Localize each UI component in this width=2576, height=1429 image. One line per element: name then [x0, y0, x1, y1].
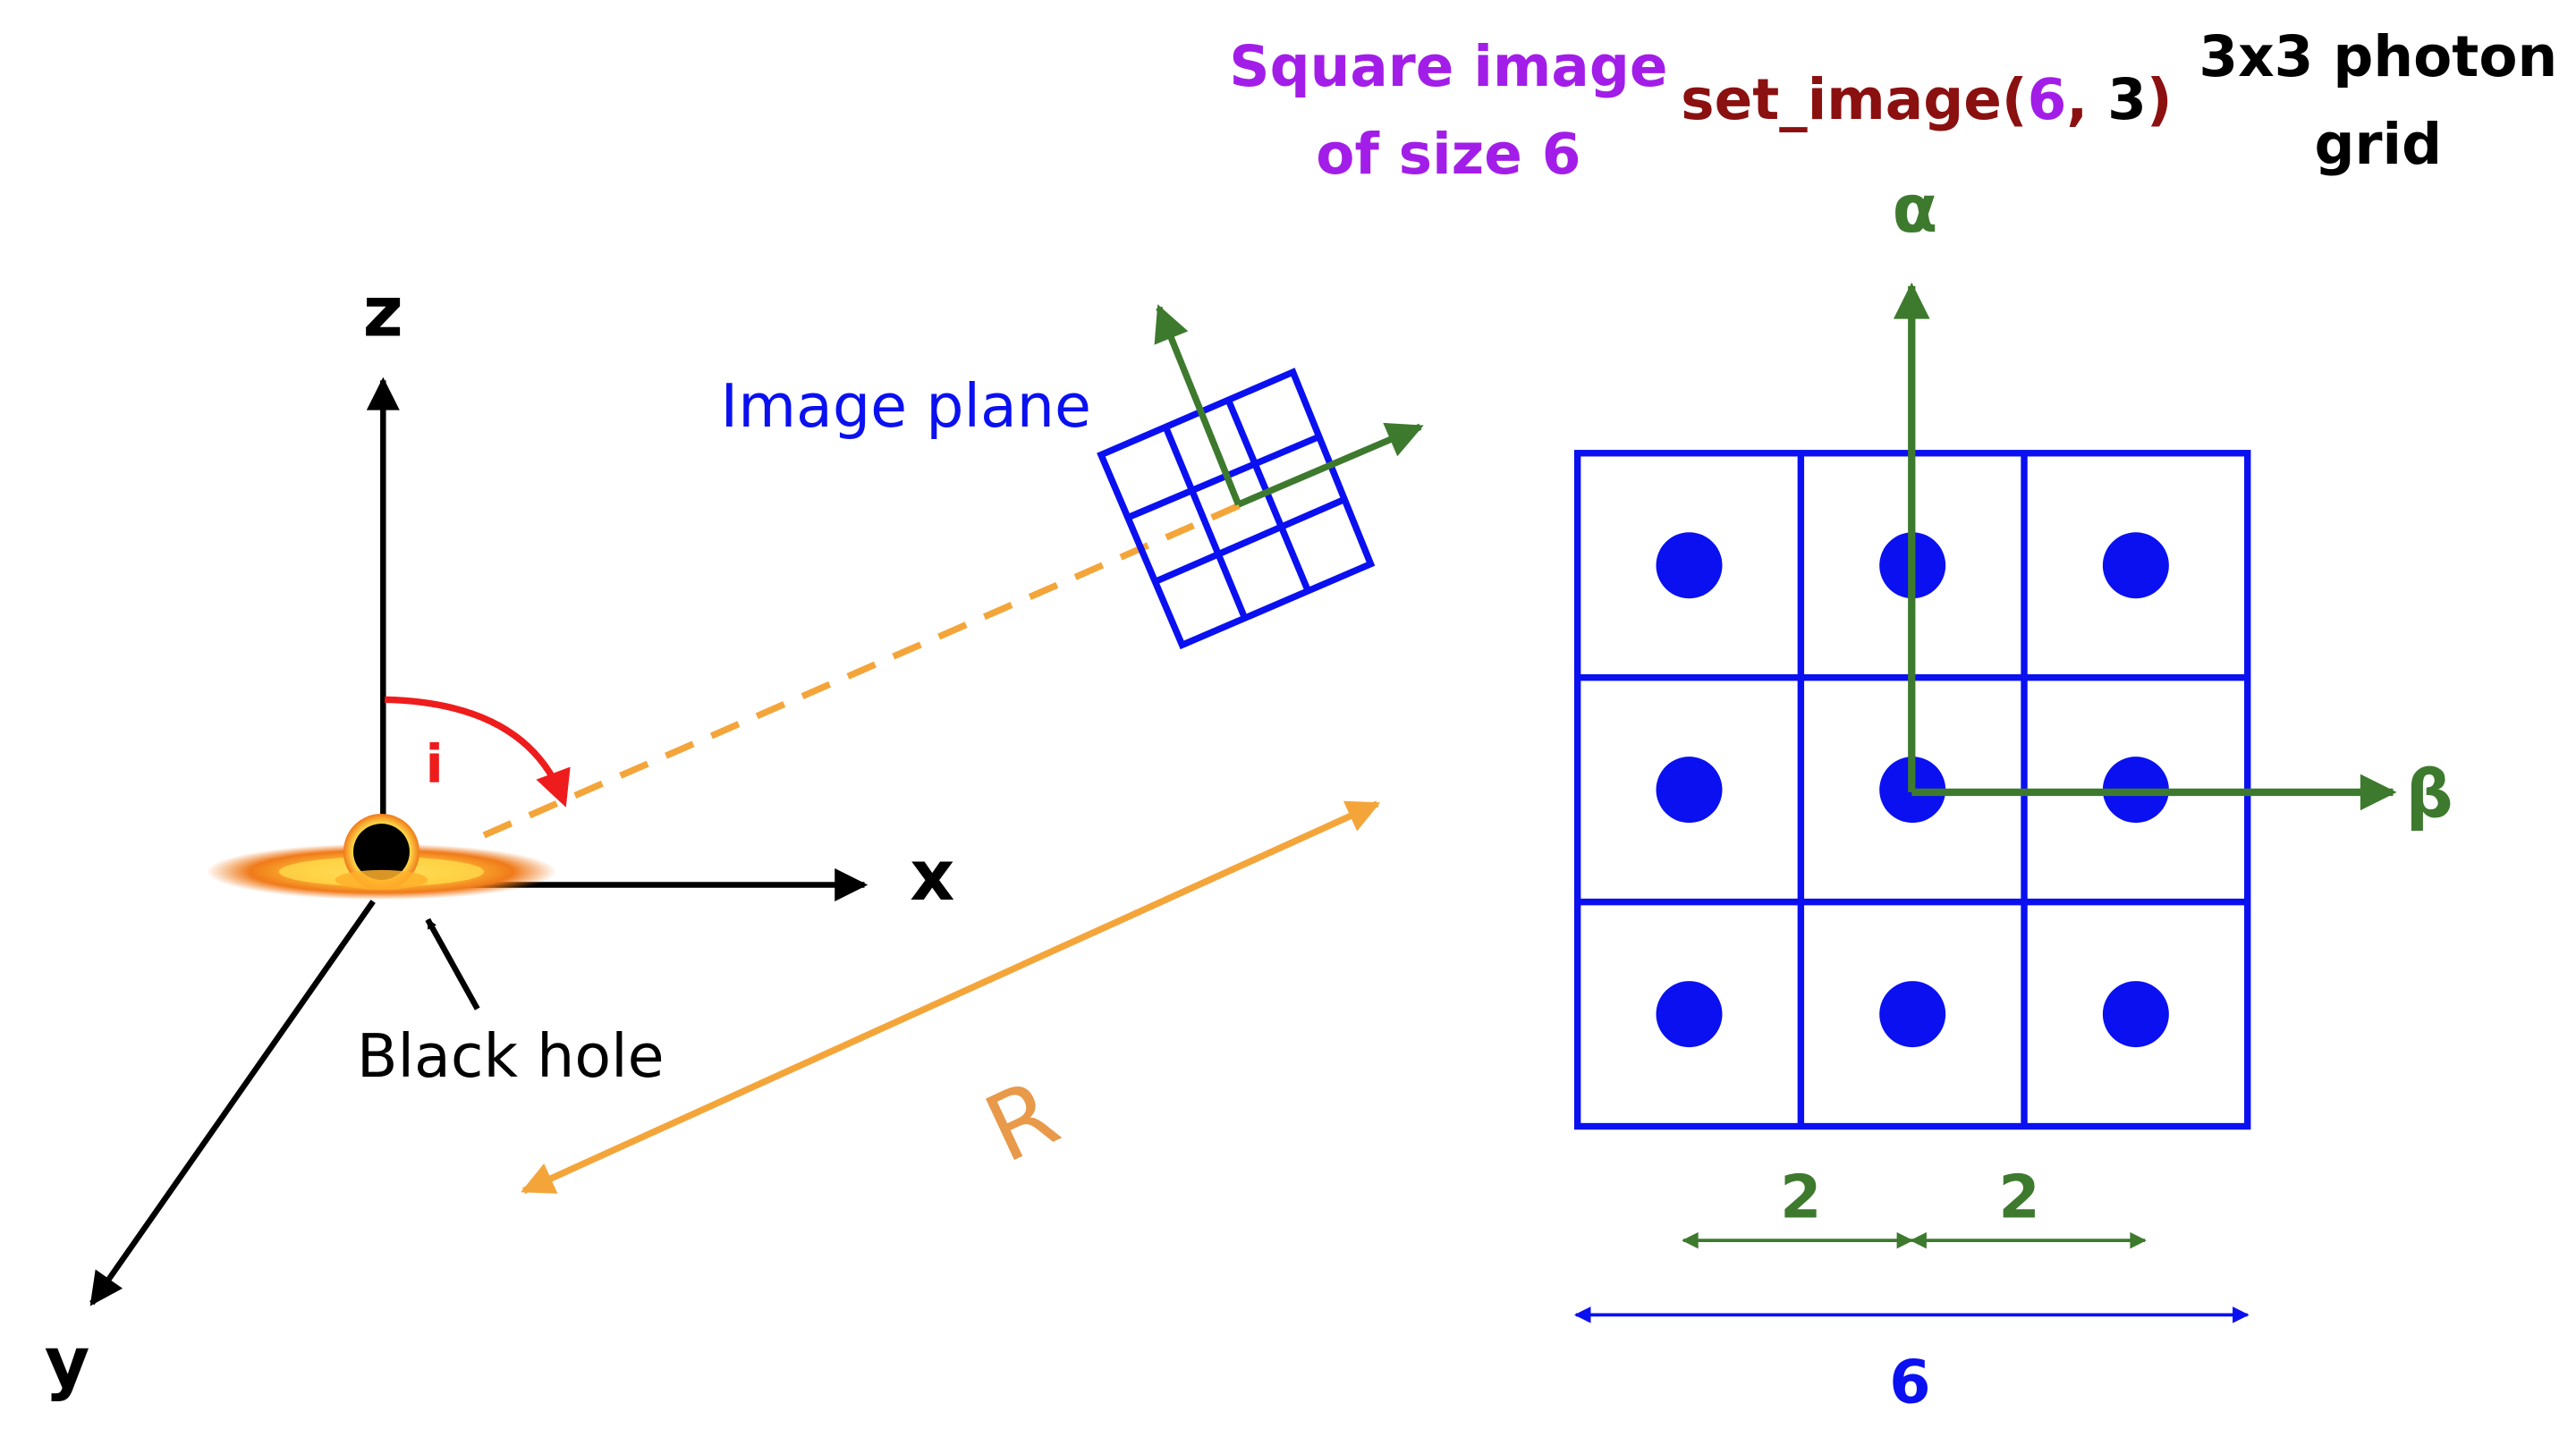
- square-title-line2: of size 6: [1316, 122, 1580, 187]
- y-axis-label: y: [45, 1323, 90, 1403]
- grid-title-line2: grid: [2315, 112, 2443, 177]
- distance-label: R: [970, 1060, 1074, 1184]
- inclination-arc: [385, 696, 571, 808]
- size-label: 6: [1889, 1347, 1930, 1416]
- image-plane-label: Image plane: [721, 371, 1091, 441]
- black-hole-label: Black hole: [357, 1021, 665, 1091]
- grid-title-line1: 3x3 photon: [2199, 24, 2557, 89]
- line-of-sight: [482, 501, 1243, 839]
- image-plane-beta-axis: [1237, 422, 1424, 508]
- spacing-label-1: 2: [1780, 1162, 1821, 1231]
- distance-arrow: [521, 800, 1381, 1195]
- photon-dot: [1656, 757, 1723, 824]
- black-hole-icon: [206, 813, 557, 901]
- code-label: set_image(6, 3): [1681, 67, 2172, 132]
- alpha-label: α: [1893, 171, 1938, 248]
- photon-dot: [1656, 981, 1723, 1048]
- photon-dot: [1656, 532, 1723, 599]
- z-axis-label: z: [363, 272, 403, 352]
- beta-label: β: [2406, 757, 2453, 833]
- photon-dot: [1879, 981, 1946, 1048]
- photon-dot: [2102, 981, 2169, 1048]
- image-plane-small: [1097, 368, 1376, 650]
- axes-3d: z x y: [45, 272, 955, 1402]
- image-plane-alpha-axis: [1154, 304, 1241, 506]
- photon-dot: [2102, 532, 2169, 599]
- inclination-label: i: [425, 733, 443, 795]
- y-axis: [89, 900, 376, 1306]
- x-axis-label: x: [910, 836, 954, 917]
- black-hole-pointer: [425, 917, 480, 1010]
- square-title-line1: Square image: [1229, 34, 1667, 99]
- spacing-label-2: 2: [1998, 1162, 2039, 1231]
